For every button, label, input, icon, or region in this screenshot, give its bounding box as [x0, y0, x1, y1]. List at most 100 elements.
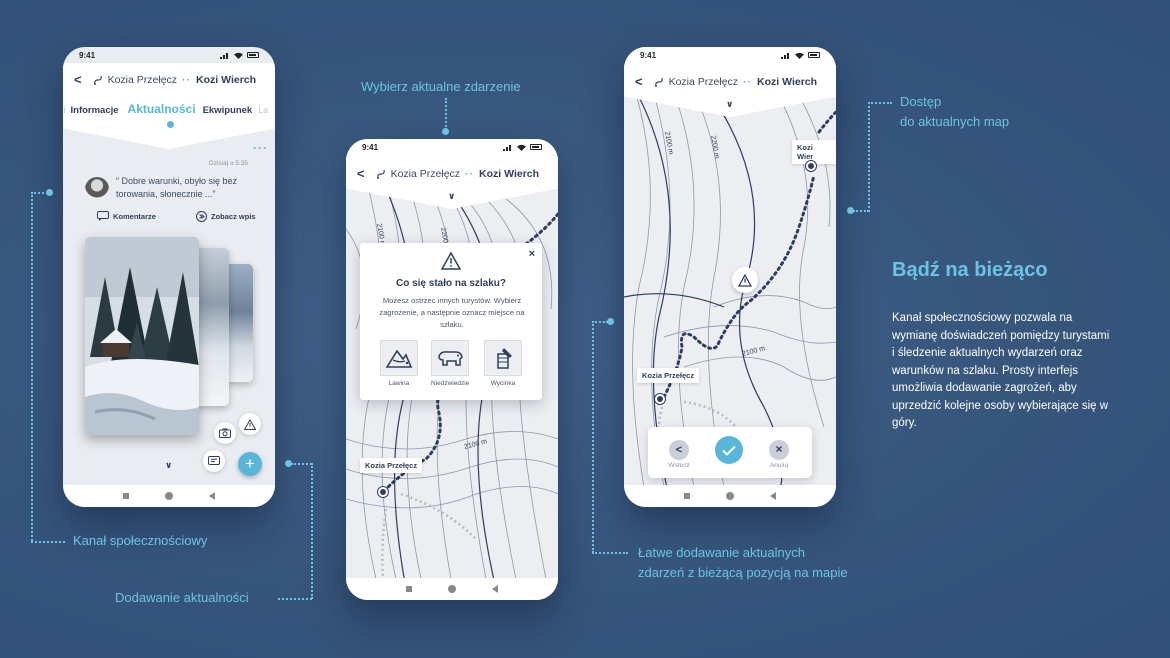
route-to: Kozi Wierch: [757, 75, 818, 88]
annotation-dot: [285, 460, 292, 467]
view-post-link[interactable]: Zobacz wpis: [196, 211, 256, 222]
annotation-dot: [46, 189, 53, 196]
comment-icon: [97, 211, 109, 221]
annotation-line: [868, 102, 892, 104]
current-position-marker: [654, 393, 666, 405]
back-action[interactable]: < Wstecz: [668, 440, 690, 469]
back-nav-icon[interactable]: [770, 492, 776, 500]
recent-apps-icon[interactable]: [123, 493, 129, 499]
tab-prev-partial: ci: [63, 105, 66, 115]
camera-icon: [219, 428, 231, 438]
chevron-down-icon[interactable]: ∨: [165, 460, 173, 470]
hazard-option-label: Niedźwiedzie: [431, 380, 470, 387]
route-bar: < Kozia Przełęcz ·· Kozi Wierch: [357, 166, 539, 181]
dialog-title: Co się stało na szlaku?: [395, 278, 507, 289]
close-icon: ×: [769, 440, 789, 460]
annotation-line: [592, 321, 594, 553]
photo-card-middle[interactable]: [193, 248, 229, 406]
system-nav-bar: [346, 578, 558, 600]
confirm-button[interactable]: [715, 436, 743, 464]
annotation-map-access-line1: Dostęp: [900, 94, 942, 109]
annotation-line: [445, 98, 447, 130]
back-nav-icon[interactable]: [492, 585, 498, 593]
camera-button[interactable]: [214, 422, 236, 444]
back-action-label: Wstecz: [668, 462, 690, 469]
hazard-option-label: Wycinka: [490, 380, 516, 387]
comments-link[interactable]: Komentarze: [97, 211, 156, 221]
post-quote: “ Dobre warunki, obyło się bez torowania…: [116, 176, 238, 199]
status-bar: 9:41: [346, 139, 558, 155]
hazard-option-avalanche[interactable]: Lawina: [380, 340, 418, 387]
cancel-action[interactable]: × Anuluj: [766, 440, 792, 469]
route-from: Kozia Przełęcz: [390, 167, 461, 180]
hazard-button[interactable]: [239, 413, 261, 435]
tab-informacje[interactable]: Informacje: [70, 105, 119, 116]
warning-triangle-icon: [441, 252, 461, 270]
back-nav-icon[interactable]: [209, 492, 215, 500]
home-icon[interactable]: [448, 585, 456, 593]
summit-marker: [805, 160, 817, 172]
route-from: Kozia Przełęcz: [107, 73, 178, 86]
route-bar: < Kozia Przełęcz ·· Kozi Wierch: [635, 74, 817, 89]
chevron-down-icon[interactable]: ∨: [448, 191, 456, 201]
battery-icon: [530, 144, 542, 150]
map-place-label: Kozia Przełęcz: [360, 458, 423, 473]
more-options-icon[interactable]: ···: [253, 141, 268, 155]
header: < Kozia Przełęcz ·· Kozi Wierch ci Infor…: [63, 63, 275, 149]
status-icons: [781, 52, 820, 59]
status-time: 9:41: [362, 142, 379, 152]
route-to: Kozi Wierch: [196, 73, 257, 86]
trail-icon: [654, 77, 663, 87]
map-top-label: Kozi Wier: [792, 140, 836, 164]
annotation-dot: [442, 128, 449, 135]
home-icon[interactable]: [165, 492, 173, 500]
back-button[interactable]: <: [635, 74, 643, 89]
annotation-line: [31, 192, 33, 541]
route-from: Kozia Przełęcz: [668, 75, 739, 88]
trail-icon: [376, 169, 385, 179]
recent-apps-icon[interactable]: [406, 586, 412, 592]
wifi-icon: [234, 52, 243, 59]
arrow-circle-icon: [196, 211, 207, 222]
signal-icon: [503, 144, 511, 151]
signal-icon: [220, 52, 228, 59]
tab-aktualnosci[interactable]: Aktualności: [127, 102, 196, 116]
add-post-button[interactable]: +: [238, 452, 262, 476]
hazard-option-tree-cutting[interactable]: Wycinka: [484, 340, 522, 387]
status-icons: [503, 144, 542, 151]
tree-cutting-icon: [497, 348, 512, 369]
annotation-line: [868, 102, 870, 212]
avalanche-icon: [385, 349, 413, 368]
recent-apps-icon[interactable]: [684, 493, 690, 499]
status-bar: 9:41: [63, 47, 275, 63]
annotation-line: [853, 210, 869, 212]
back-button[interactable]: <: [357, 166, 365, 181]
photo-card-front[interactable]: [85, 237, 199, 435]
annotation-line: [291, 463, 312, 465]
hazard-map-marker[interactable]: [732, 267, 758, 293]
tab-ekwipunek[interactable]: Ekwipunek: [202, 105, 253, 116]
trail-icon: [93, 75, 102, 85]
warning-triangle-icon: [738, 273, 752, 287]
hazard-option-bears[interactable]: Niedźwiedzie: [431, 340, 469, 387]
route-separator-icon: ··: [465, 167, 475, 180]
battery-icon: [808, 52, 820, 58]
cancel-action-label: Anuluj: [769, 462, 789, 469]
system-nav-bar: [63, 485, 275, 507]
post-date: Dzisiaj o 5:35: [209, 160, 249, 167]
close-icon[interactable]: ×: [528, 248, 535, 260]
wifi-icon: [795, 52, 804, 59]
avatar: [85, 177, 109, 201]
home-icon[interactable]: [726, 492, 734, 500]
annotation-map-access-line2: do aktualnych map: [900, 114, 1010, 129]
annotation-easy-add-line1: Łatwe dodawanie aktualnych: [638, 545, 805, 560]
route-separator-icon: ··: [743, 75, 753, 88]
active-tab-indicator: [167, 121, 174, 128]
phone-report-hazard: 2100 m 2200 m 2100 m Kozia Przełęcz 9:41…: [346, 139, 558, 600]
chevron-down-icon[interactable]: ∨: [726, 99, 734, 109]
comment-button[interactable]: [203, 450, 225, 472]
status-bar: 9:41: [624, 47, 836, 63]
tab-bar: ci Informacje Aktualności Ekwipunek La: [63, 102, 275, 116]
action-panel: < Wstecz × Anuluj: [648, 427, 812, 478]
back-button[interactable]: <: [74, 72, 82, 87]
